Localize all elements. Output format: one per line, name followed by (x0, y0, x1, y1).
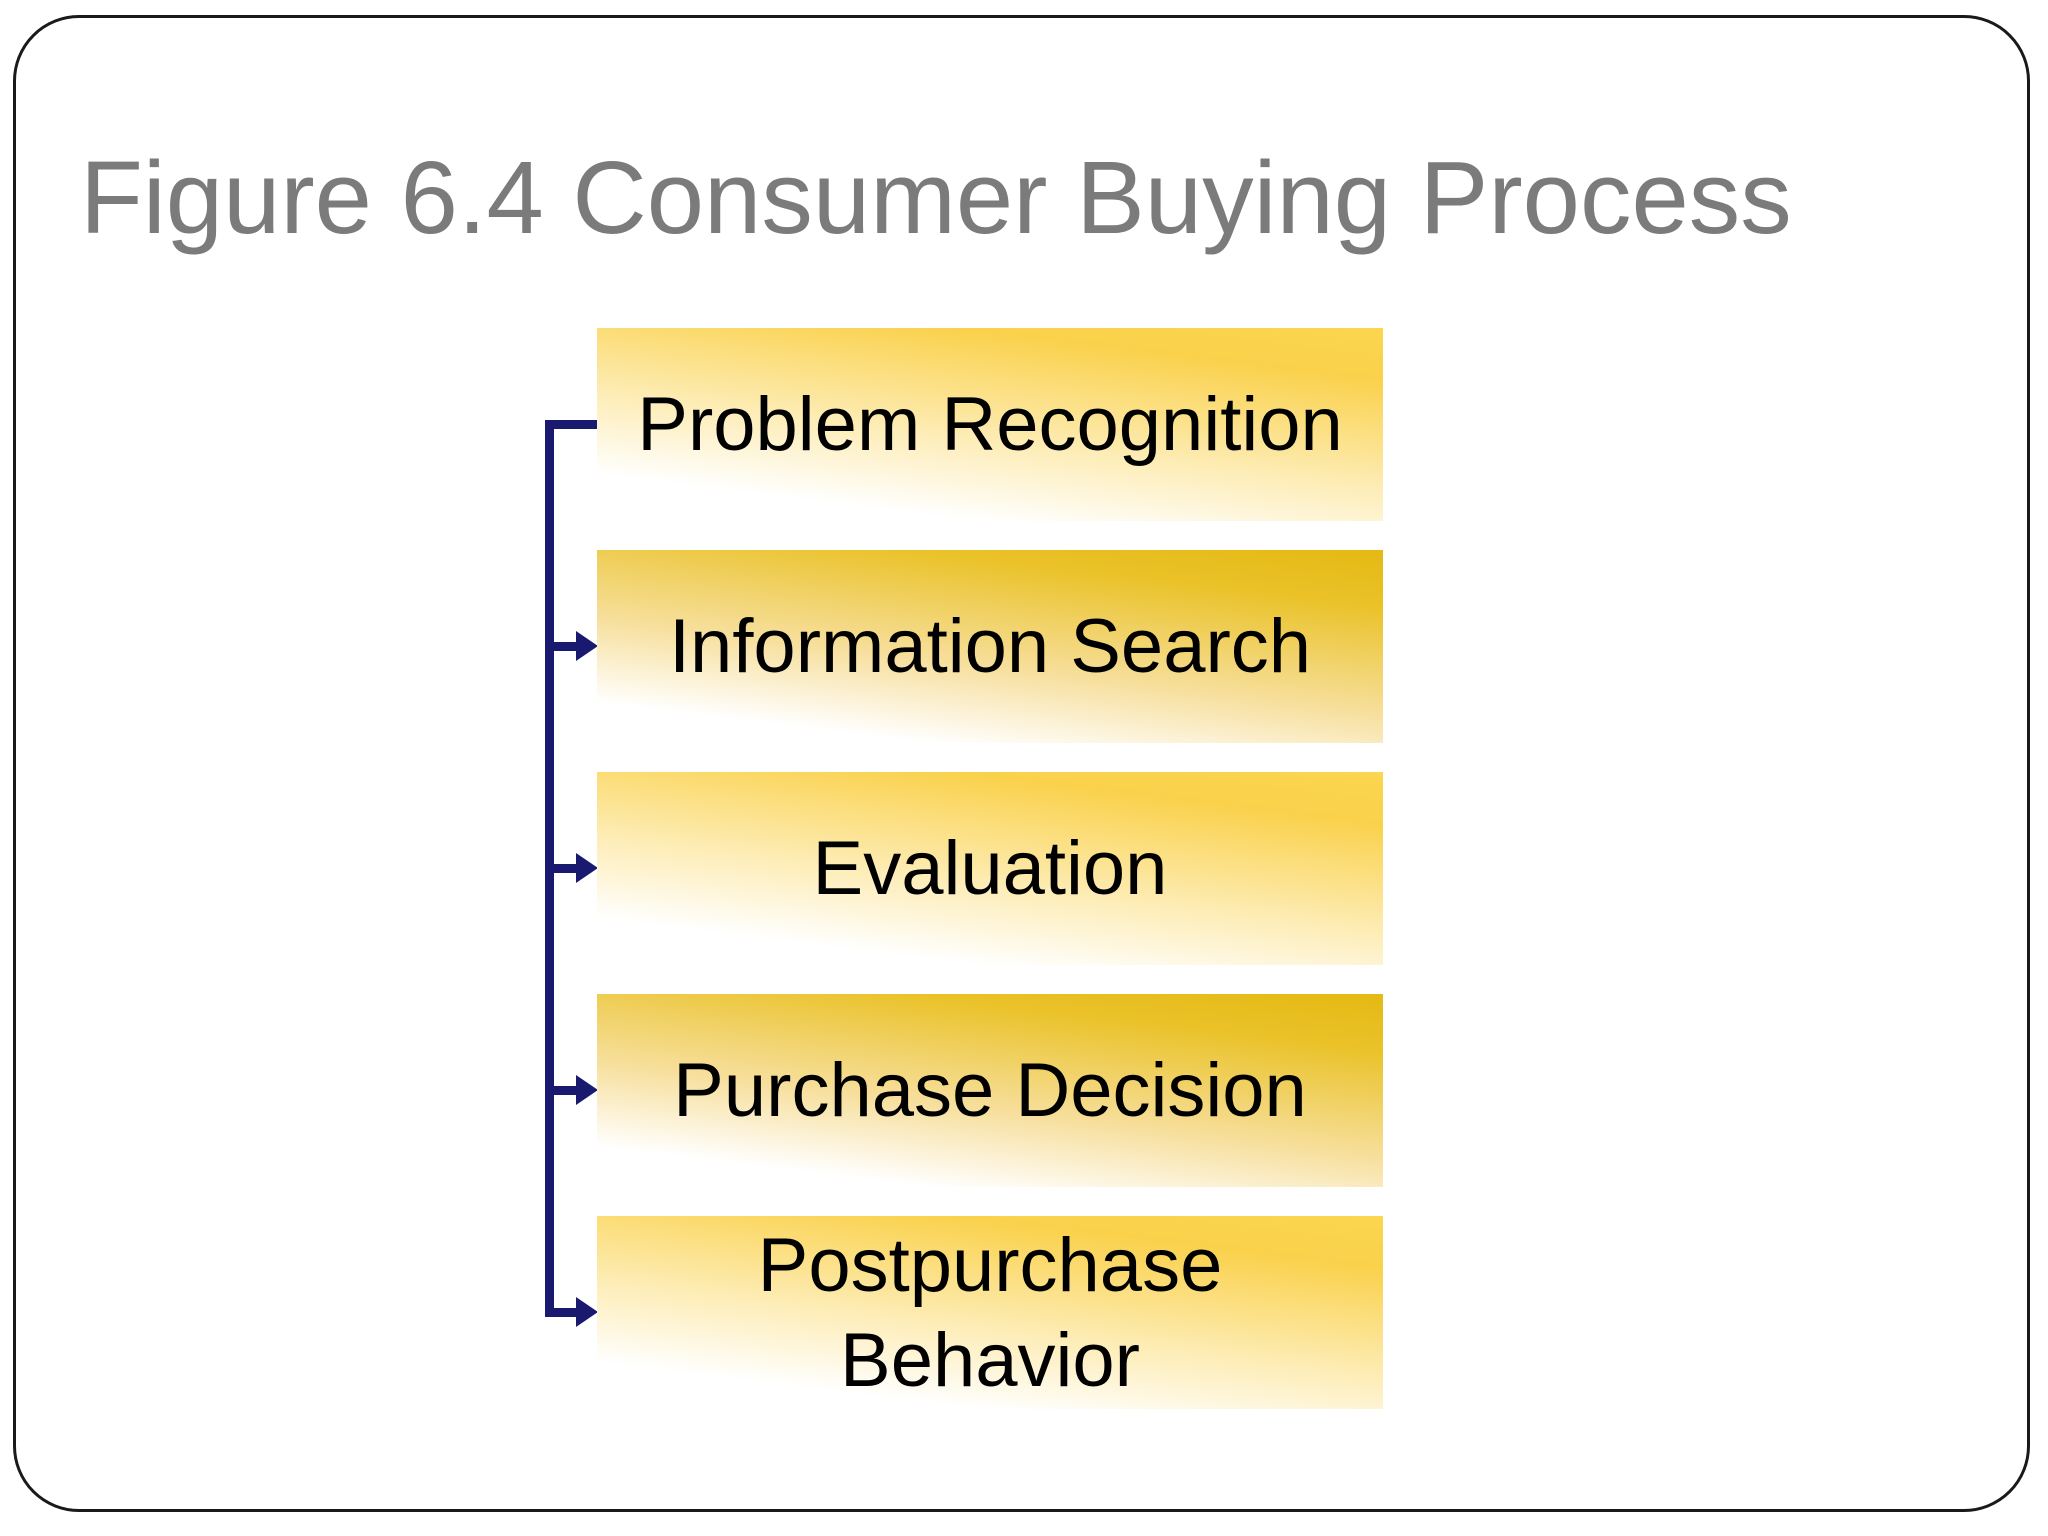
step-box-evaluation: Evaluation (597, 772, 1383, 965)
connector-line-3 (545, 864, 578, 873)
step-label: Problem Recognition (637, 382, 1343, 467)
step-label: Evaluation (812, 826, 1168, 911)
step-box-purchase-decision: Purchase Decision (597, 994, 1383, 1187)
arrow-right-icon (576, 1075, 598, 1105)
slide-title: Figure 6.4 Consumer Buying Process (80, 140, 1792, 255)
step-box-information-search: Information Search (597, 550, 1383, 743)
arrow-right-icon (576, 853, 598, 883)
connector-line-4 (545, 1086, 578, 1095)
arrow-right-icon (576, 631, 598, 661)
arrow-right-icon (576, 1297, 598, 1327)
connector-line-2 (545, 642, 578, 651)
connector-line-1 (545, 420, 597, 429)
connector-line-5 (545, 1308, 578, 1317)
step-box-postpurchase-behavior: Postpurchase Behavior (597, 1216, 1383, 1409)
step-box-problem-recognition: Problem Recognition (597, 328, 1383, 521)
step-label: Purchase Decision (673, 1048, 1307, 1133)
step-label: Information Search (668, 604, 1312, 689)
step-label: Postpurchase Behavior (757, 1222, 1223, 1403)
slide-border (13, 15, 2030, 1512)
